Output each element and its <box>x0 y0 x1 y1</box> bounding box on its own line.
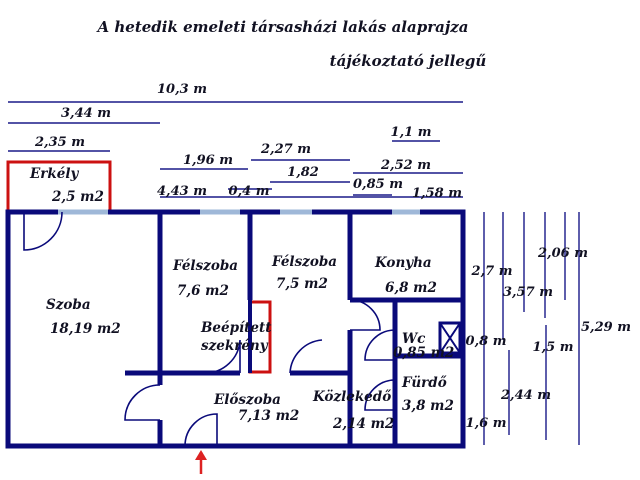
wardrobe-outline <box>248 300 272 374</box>
dim-label-1-96: 1,96 m <box>183 153 233 168</box>
room-kozlekedo-name: Közlekedő <box>312 389 391 405</box>
room-wc-name: Wc <box>402 331 425 347</box>
walls <box>5 209 466 449</box>
dim-label-2-06: 2,06 m <box>537 246 588 261</box>
dim-label-1-6: 1,6 m <box>466 416 507 431</box>
room-erkely-name: Erkély <box>29 166 79 182</box>
room-konyha-area: 6,8 m2 <box>385 280 437 296</box>
door-balcony <box>23 211 63 251</box>
room-labels: Erkély 2,5 m2 Szoba 18,19 m2 Félszoba 7,… <box>29 166 454 432</box>
dim-label-4-43: 4,43 m <box>157 184 207 199</box>
room-kozlekedo-area: 2,14 m2 <box>332 416 394 432</box>
room-eloszoba-name: Előszoba <box>213 392 281 408</box>
entrance-arrow <box>195 450 207 474</box>
door-felszoba1 <box>204 339 241 374</box>
dim-label-3-44: 3,44 m <box>61 106 111 121</box>
room-furdo-name: Fürdő <box>401 375 447 391</box>
dim-label-2-35: 2,35 m <box>34 135 85 150</box>
room-furdo-area: 3,8 m2 <box>402 398 454 414</box>
dim-label-1-82: 1,82 <box>287 165 319 180</box>
dim-label-2-44: 2,44 m <box>500 388 551 403</box>
door-entrance <box>184 413 218 447</box>
room-beepitett-name: Beépített <box>200 320 272 336</box>
room-felszoba1-area: 7,6 m2 <box>177 283 229 299</box>
room-beepitett-name2: szekrény <box>201 338 269 354</box>
room-szoba-name: Szoba <box>46 297 91 313</box>
door-wc <box>364 329 396 361</box>
room-felszoba2-area: 7,5 m2 <box>276 276 328 292</box>
room-szoba-area: 18,19 m2 <box>50 321 121 337</box>
room-felszoba2-name: Félszoba <box>271 254 337 270</box>
room-wc-area: 0,85 m2 <box>393 345 454 361</box>
dim-label-1-1: 1,1 m <box>391 125 432 140</box>
wc-fixture <box>438 321 462 355</box>
plan-title: A hetedik emeleti társasházi lakás alapr… <box>96 18 469 36</box>
dim-label-0-4: 0,4 m <box>229 184 270 199</box>
wc-fixture-cross-b <box>439 322 461 354</box>
dim-label-0-85: 0,85 m <box>353 177 403 192</box>
dim-label-2-7: 2,7 m <box>471 264 513 279</box>
dim-label-2-27: 2,27 m <box>260 142 311 157</box>
dim-label-3-57: 3,57 m <box>503 285 553 300</box>
dim-label-0-8: 0,8 m <box>466 334 507 349</box>
door-konyha <box>349 299 381 331</box>
door-swings <box>23 211 396 447</box>
room-felszoba1-name: Félszoba <box>172 258 238 274</box>
room-eloszoba-area: 7,13 m2 <box>238 408 299 424</box>
door-szoba <box>124 384 161 421</box>
dim-label-10-3: 10,3 m <box>157 82 207 97</box>
door-furdo <box>364 379 396 411</box>
room-erkely-area: 2,5 m2 <box>51 189 104 205</box>
door-felszoba2 <box>289 339 323 374</box>
balcony-outline <box>6 160 112 212</box>
dimension-labels: 10,3 m 3,44 m 2,35 m 1,1 m 2,27 m 1,96 m… <box>34 82 631 431</box>
dim-label-1-58: 1,58 m <box>412 186 462 201</box>
dim-label-2-52: 2,52 m <box>380 158 431 173</box>
room-konyha-name: Konyha <box>374 255 432 271</box>
plan-subtitle: tájékoztató jellegű <box>330 52 487 70</box>
dimension-lines <box>8 101 463 198</box>
dim-label-1-5: 1,5 m <box>533 340 574 355</box>
dim-label-5-29: 5,29 m <box>581 320 631 335</box>
vertical-dimension-lines <box>483 212 580 445</box>
